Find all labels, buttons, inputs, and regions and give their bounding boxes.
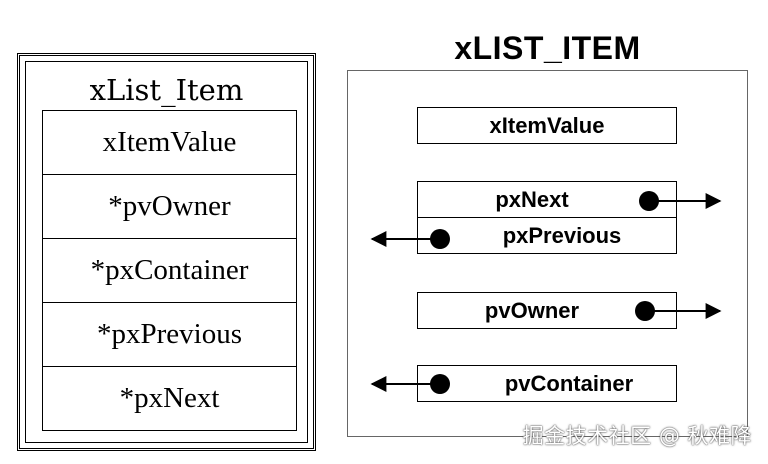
field-item-value: xItemValue [43, 111, 296, 175]
struct-title: xList_Item [89, 73, 244, 107]
field-owner: *pvOwner [43, 175, 296, 239]
box-owner-label: pvOwner [484, 297, 580, 323]
owner-pointer-dot [635, 301, 655, 321]
box-previous-label: pxPrevious [502, 222, 622, 248]
container-pointer-dot [430, 374, 450, 394]
watermark: 掘金技术社区 @ 秋难降 [522, 424, 752, 448]
diagram-title: xLIST_ITEM [454, 30, 641, 66]
box-item-value: xItemValue [417, 107, 677, 144]
field-next: *pxNext [119, 382, 220, 414]
struct-field-table: xItemValue *pvOwner *pxContainer *pxPrev… [42, 110, 297, 431]
box-previous: pxPrevious [417, 217, 677, 254]
struct-outer-frame: xList_Item xItemValue *pvOwner *pxContai… [17, 53, 316, 451]
previous-pointer-dot [430, 229, 450, 249]
diagram-frame [347, 70, 748, 437]
field-container: *pxContainer [43, 239, 296, 303]
field-previous: *pxPrevious [43, 303, 296, 367]
box-container-label: pvContainer [504, 370, 634, 396]
next-pointer-dot [639, 191, 659, 211]
box-next-label: pxNext [495, 186, 569, 212]
box-container: pvContainer [417, 365, 677, 402]
struct-inner-frame: xList_Item xItemValue *pvOwner *pxContai… [25, 61, 308, 443]
